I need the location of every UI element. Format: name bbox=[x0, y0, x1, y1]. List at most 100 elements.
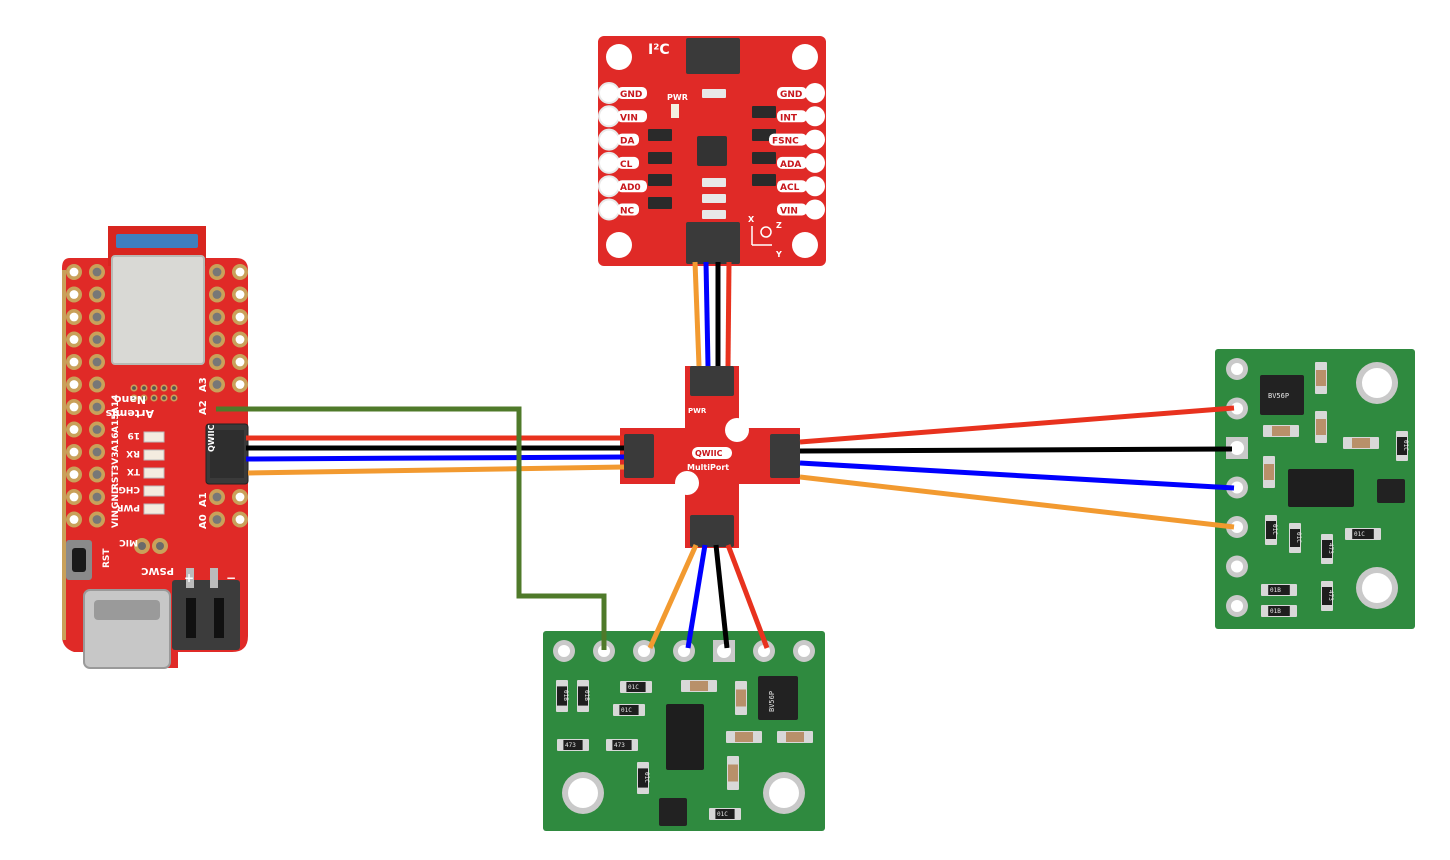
sensor-pin bbox=[553, 640, 575, 662]
wire-ground-bottom bbox=[713, 544, 730, 649]
capacitor bbox=[1263, 456, 1275, 488]
header-pin bbox=[89, 264, 105, 280]
sensor-pin bbox=[753, 640, 775, 662]
pin-label: VIN bbox=[111, 510, 121, 528]
header-pin bbox=[209, 354, 225, 370]
imu-pin-label: GND bbox=[780, 90, 802, 100]
battery-connector[interactable] bbox=[172, 580, 240, 650]
wire-sda-bottom bbox=[685, 544, 708, 649]
led-label: PWR bbox=[116, 502, 140, 512]
imu-pin-label: ADA bbox=[780, 160, 801, 170]
jtag-pin bbox=[160, 384, 168, 392]
svg-text:473: 473 bbox=[1327, 590, 1334, 601]
transistor bbox=[648, 174, 672, 186]
imu-pin bbox=[805, 199, 825, 220]
resistor bbox=[702, 89, 726, 98]
svg-text:01B: 01B bbox=[562, 690, 569, 701]
wire-power-right bbox=[799, 405, 1235, 445]
header-pin bbox=[66, 489, 82, 505]
jtag-pin bbox=[170, 394, 178, 402]
svg-text:01C: 01C bbox=[628, 684, 639, 691]
pin-label: A0 bbox=[198, 514, 209, 529]
transistor bbox=[752, 106, 776, 118]
header-pin bbox=[232, 511, 248, 528]
jtag-header bbox=[130, 384, 178, 402]
qwiic-port-top[interactable] bbox=[690, 366, 734, 396]
imu-pin bbox=[805, 152, 825, 173]
imu-pin bbox=[805, 129, 825, 150]
qwiic-connector-imu-top[interactable] bbox=[686, 38, 740, 74]
imu-pin-label: VIN bbox=[620, 113, 638, 123]
wire-scl-artemis bbox=[247, 464, 625, 476]
jtag-pin bbox=[150, 394, 158, 402]
led-chg bbox=[143, 485, 165, 497]
resistor: 01C bbox=[637, 762, 650, 794]
voltage-regulator bbox=[1260, 375, 1304, 415]
led-label: TX bbox=[127, 466, 140, 476]
resistor: 473 bbox=[557, 739, 589, 751]
qwiic-port-bottom[interactable] bbox=[690, 515, 734, 547]
imu-pin bbox=[599, 83, 619, 103]
led-label: RX bbox=[126, 448, 140, 458]
resistor: 01B bbox=[1261, 605, 1297, 617]
capacitor bbox=[726, 731, 762, 743]
resistor: 01B bbox=[556, 680, 569, 712]
resistor: 01B bbox=[577, 680, 590, 712]
imu-pin bbox=[599, 129, 619, 150]
resistor bbox=[702, 178, 726, 187]
axis-x-label: X bbox=[748, 215, 755, 224]
mic-label: MIC bbox=[119, 537, 138, 547]
imu-pin-label: ACL bbox=[780, 183, 800, 193]
imu-chip bbox=[697, 136, 727, 166]
header-pin bbox=[89, 354, 105, 370]
header-pin bbox=[66, 511, 82, 528]
qwiic-connector-imu-bottom[interactable] bbox=[686, 222, 740, 264]
wires bbox=[216, 261, 1235, 650]
header-pin bbox=[232, 376, 248, 393]
header-pin bbox=[66, 444, 82, 460]
header-pin bbox=[89, 399, 105, 415]
wire-power-imu bbox=[725, 261, 732, 367]
wire-sda-imu bbox=[703, 261, 711, 367]
header-pin bbox=[66, 376, 82, 393]
header-pin bbox=[66, 286, 82, 303]
sensor-pin bbox=[593, 640, 615, 662]
artemis-brand-label: Artemis bbox=[105, 407, 154, 420]
wire-power-bottom bbox=[725, 544, 770, 649]
svg-text:01C: 01C bbox=[1402, 440, 1409, 451]
header-pin bbox=[89, 444, 105, 460]
i2c-logo: I²C bbox=[648, 42, 670, 58]
led-pwr bbox=[143, 503, 165, 515]
resistor: 01B bbox=[1261, 584, 1297, 596]
artemis-module bbox=[111, 255, 205, 365]
header-pin bbox=[209, 331, 225, 348]
capacitor bbox=[1343, 437, 1379, 449]
svg-text:BV56P: BV56P bbox=[1268, 392, 1289, 400]
qwiic-port-right[interactable] bbox=[770, 434, 800, 478]
svg-text:01C: 01C bbox=[1295, 532, 1302, 543]
header-pin bbox=[209, 286, 225, 303]
imu-pin bbox=[805, 83, 825, 103]
wire-scl-imu bbox=[692, 261, 702, 367]
header-pin bbox=[66, 264, 82, 280]
wire-xshut-green bbox=[216, 406, 607, 650]
led-label: CHG bbox=[118, 484, 140, 494]
sensor-pin bbox=[1226, 555, 1248, 578]
pin-label: A2 bbox=[198, 400, 209, 415]
pin-label: A16 bbox=[111, 433, 121, 453]
sensor-pin bbox=[1226, 358, 1248, 380]
qwiic-port-left[interactable] bbox=[624, 434, 654, 478]
svg-text:473: 473 bbox=[614, 742, 625, 749]
header-pin bbox=[66, 421, 82, 438]
jtag-pin bbox=[140, 394, 148, 402]
rst-label: RST bbox=[102, 548, 112, 568]
header-pin bbox=[89, 309, 105, 325]
axis-z-label: Z bbox=[776, 221, 782, 230]
resistor: 01C bbox=[1345, 528, 1381, 540]
multiport-pwr-label: PWR bbox=[688, 407, 707, 415]
battery-minus-label: − bbox=[226, 571, 236, 585]
header-pin bbox=[232, 286, 248, 303]
